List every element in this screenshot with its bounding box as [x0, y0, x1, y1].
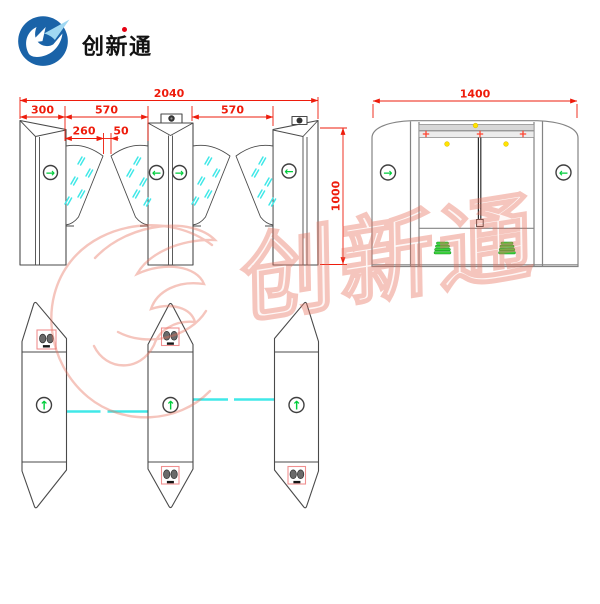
logo-accent-blade [44, 19, 70, 40]
dim-total-width: 2040 [154, 87, 185, 100]
front-right-cabinet: ← [272, 115, 319, 266]
dim-height: 1000 [330, 180, 343, 211]
mount-cross-icons [422, 130, 527, 138]
passage-indicator [288, 396, 305, 414]
card-reader-icon [287, 465, 307, 485]
dim-length: 1400 [460, 88, 491, 101]
logo-swoosh [26, 27, 63, 58]
lane-indicator-light [555, 164, 572, 181]
logo-arrow [30, 27, 46, 43]
dim-flap-gap: 50 [113, 125, 129, 138]
infrared-sensor-stack [433, 241, 452, 255]
flap-wing [192, 144, 231, 226]
arrow-up-icon: ↑ [291, 399, 301, 413]
lane-indicator-light [42, 164, 59, 181]
side-dimensions: 1400 [372, 88, 578, 118]
card-reader-icon [36, 329, 57, 350]
passage-indicator [35, 396, 53, 414]
flap-slot-divider [476, 137, 484, 227]
top-plan-view: ↑ ↑ ↑ [21, 301, 320, 509]
side-cabinet-outline [371, 120, 579, 268]
sensor-dot-icon [503, 141, 509, 147]
lane-indicator-light [281, 163, 297, 179]
reader-rail [418, 130, 535, 138]
flap-wing [110, 144, 149, 226]
passage-indicator [162, 396, 179, 414]
lane-indicator-light [379, 164, 397, 181]
front-middle-cabinet: ← → [147, 113, 194, 266]
arrow-right-icon: → [175, 167, 184, 180]
card-reader-icon [160, 465, 180, 485]
top-left-pedestal: ↑ [21, 301, 68, 509]
top-right-pedestal: ↑ [273, 301, 320, 509]
sensor-dot-icon [444, 141, 450, 147]
swoosh-bird-logo-icon [18, 16, 70, 66]
arrow-left-icon: ← [559, 167, 568, 180]
dim-lane1-width: 570 [95, 104, 118, 117]
arrow-right-icon: → [383, 167, 392, 180]
retracted-flap-lines [66, 398, 275, 413]
flap-wing [235, 144, 274, 226]
flap-wing [65, 144, 104, 226]
flap-wings [64, 144, 277, 227]
infrared-sensor-stack [498, 241, 516, 255]
dim-lane2-width: 570 [221, 104, 244, 117]
card-reader-icon [160, 327, 180, 347]
arrow-left-icon: ← [152, 167, 161, 180]
front-dimensions: 2040 300 570 570 260 50 1000 [19, 87, 347, 265]
arrow-up-icon: ↑ [165, 399, 175, 413]
brand-logo: 创新通 [16, 13, 196, 71]
side-view: → ← 1400 [371, 88, 579, 268]
dim-flap-length: 260 [73, 125, 96, 138]
reader-icon [296, 117, 303, 124]
front-left-cabinet: → [19, 119, 67, 266]
lane-indicator-light [148, 164, 165, 181]
dim-left-cabinet-width: 300 [31, 104, 54, 117]
arrow-left-icon: ← [284, 165, 293, 178]
logo-red-dot [122, 27, 127, 32]
front-elevation-view: → ← → ← [19, 87, 347, 266]
top-middle-pedestal: ↑ [147, 302, 194, 509]
sensor-dot-icon [472, 122, 479, 129]
arrow-right-icon: → [46, 167, 55, 180]
arrow-up-icon: ↑ [39, 399, 49, 413]
lane-indicator-light [171, 164, 188, 181]
brand-name: 创新通 [82, 35, 153, 60]
